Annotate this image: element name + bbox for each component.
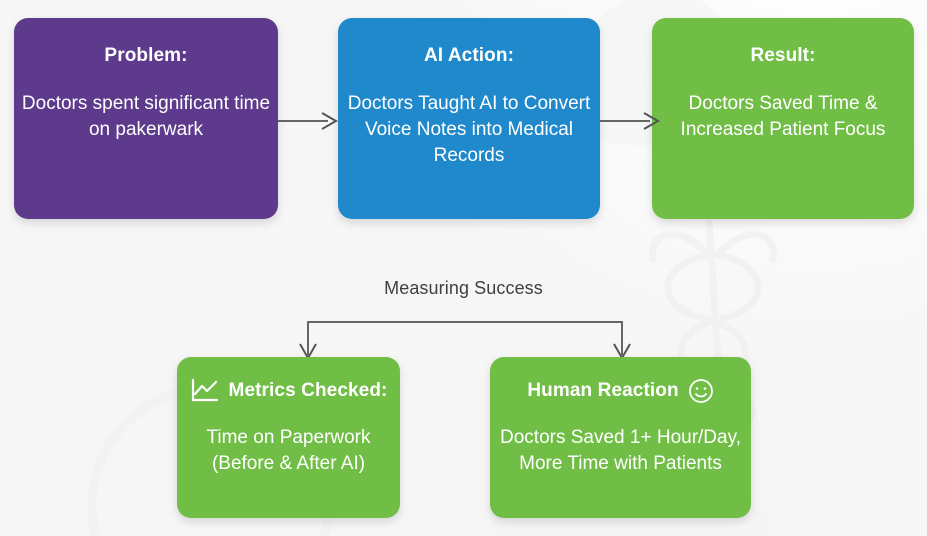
card-ai-action-title: AI Action: [423, 45, 514, 66]
card-ai-action-body: Doctors Taught AI to Convert Voice Notes… [347, 92, 591, 166]
fork-label: Measuring Success [384, 278, 543, 298]
card-metrics-checked-body: Time on Paperwork (Before & After AI) [206, 427, 371, 475]
card-result-body: Doctors Saved Time & Increased Patient F… [680, 92, 886, 140]
card-metrics-checked-title-row: Metrics Checked: [190, 378, 388, 404]
fork-connector-to-bottom-cards [299, 321, 631, 361]
card-problem-title: Problem: [104, 45, 188, 66]
card-human-reaction-title: Human Reaction [527, 379, 679, 401]
card-human-reaction-body: Doctors Saved 1+ Hour/Day, More Time wit… [500, 427, 741, 475]
card-problem[interactable]: Problem: Doctors spent significant time … [14, 18, 278, 219]
arrow-problem-to-ai [278, 112, 339, 130]
card-problem-body: Doctors spent significant time on pakerw… [21, 92, 271, 140]
card-result[interactable]: Result: Doctors Saved Time & Increased P… [652, 18, 914, 219]
smiley-face-icon [688, 379, 713, 403]
card-metrics-checked-title: Metrics Checked: [228, 379, 388, 401]
card-ai-action[interactable]: AI Action: Doctors Taught AI to Convert … [338, 18, 600, 219]
line-chart-icon [191, 378, 218, 402]
card-result-title: Result: [750, 45, 816, 66]
card-human-reaction[interactable]: Human Reaction Doctors Saved 1+ Hour/Day… [490, 357, 751, 518]
card-human-reaction-title-row: Human Reaction [527, 378, 713, 404]
card-metrics-checked[interactable]: Metrics Checked: Time on Paperwork (Befo… [177, 357, 400, 518]
